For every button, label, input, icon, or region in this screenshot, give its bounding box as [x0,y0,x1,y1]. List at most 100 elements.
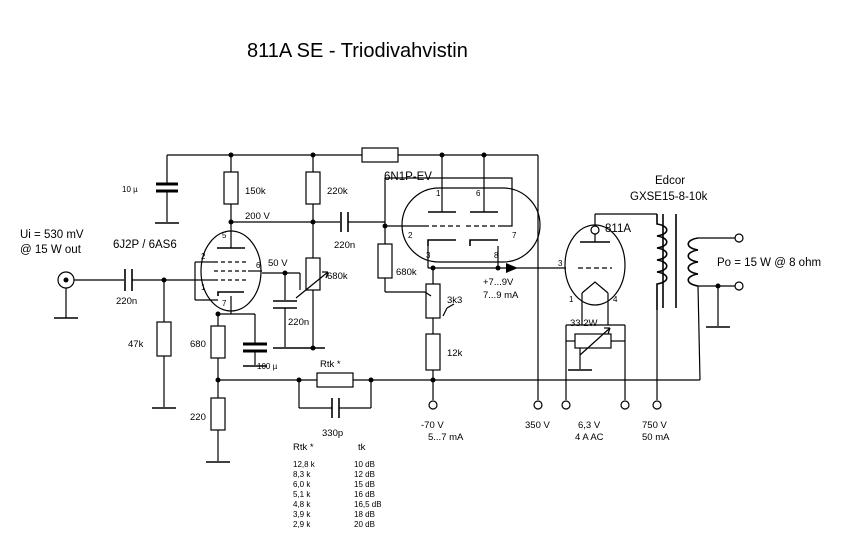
supply-minus70v-terminal [428,400,438,410]
svg-text:750 V: 750 V [642,420,667,431]
svg-text:5: 5 [222,231,227,240]
table-row: 4,8 k 16,5 dB [293,500,382,509]
junctions [161,152,721,383]
cathode-network: 680 220 100 µ [190,261,278,463]
svg-text:200 V: 200 V [245,211,270,222]
svg-text:6: 6 [476,189,481,198]
svg-text:220: 220 [190,412,206,423]
svg-text:3,9 k: 3,9 k [293,510,311,519]
speaker-terminal-ground [734,281,744,291]
svg-text:tk: tk [358,442,366,453]
supply-750v-terminal [652,400,662,410]
svg-text:150k: 150k [245,186,266,197]
output-power-label: Po = 15 W @ 8 ohm [717,257,821,269]
svg-text:47k: 47k [128,339,144,350]
svg-text:220k: 220k [327,186,348,197]
output-transformer: Edcor GXSE15-8-10k Po = 15 W @ 8 ohm [630,175,821,410]
svg-text:220n: 220n [288,317,309,328]
svg-text:4,8 k: 4,8 k [293,500,311,509]
svg-text:12 dB: 12 dB [354,470,375,479]
svg-text:220n: 220n [334,240,355,251]
tube-6j2p-pentode: 5 2 6 1 7 6J2P / 6AS6 [113,227,262,314]
svg-text:@ 15 W out: @ 15 W out [20,244,82,256]
svg-text:+7...9V: +7...9V [483,277,514,288]
tube-6n1p-double-triode: 1 6 2 7 3 8 6N1P-EV [384,155,541,271]
plate-coupling: 200 V 220n [231,211,385,251]
svg-text:6: 6 [256,261,261,270]
svg-text:-70 V: -70 V [421,420,444,431]
svg-text:GXSE15-8-10k: GXSE15-8-10k [630,191,708,203]
svg-text:680k: 680k [396,267,417,278]
svg-text:3: 3 [426,251,431,260]
svg-text:7...9 mA: 7...9 mA [483,290,519,301]
svg-text:680k: 680k [327,271,348,282]
svg-text:4: 4 [613,295,618,304]
svg-text:220n: 220n [116,296,137,307]
drive-line: +7...9V 7...9 mA [483,263,566,301]
diagram-title: 811A SE - Triodivahvistin [247,40,468,62]
supply-labels: -70 V 5...7 mA 350 V 6,3 V 4 A AC 750 V … [421,420,670,443]
svg-text:2,9 k: 2,9 k [293,520,311,529]
rtk-gain-table: Rtk * tk 12,8 k 10 dB 8,3 k 12 dB 6,0 k … [293,442,382,529]
supply-350v-terminal [533,400,543,410]
table-row: 6,0 k 15 dB [293,480,375,489]
svg-text:8: 8 [494,251,499,260]
svg-text:8,3 k: 8,3 k [293,470,311,479]
svg-text:680: 680 [190,339,206,350]
svg-text:4 A AC: 4 A AC [575,432,604,443]
svg-text:12,8 k: 12,8 k [293,460,316,469]
svg-text:50 mA: 50 mA [642,432,670,443]
svg-text:Rtk *: Rtk * [293,442,314,453]
svg-text:6,0 k: 6,0 k [293,480,311,489]
svg-text:10 dB: 10 dB [354,460,375,469]
cathode-follower-bias: 3k3 12k [424,268,463,410]
filament-terminal-a [561,400,571,410]
resistor-150k: 150k [223,155,266,227]
svg-text:10 µ: 10 µ [122,185,138,194]
svg-text:1: 1 [201,283,206,292]
filament-network: 33 2W [561,318,630,410]
svg-text:3: 3 [558,259,563,268]
svg-text:16 dB: 16 dB [354,490,375,499]
svg-text:1: 1 [436,189,441,198]
table-row: 8,3 k 12 dB [293,470,375,479]
tube1-label: 6J2P / 6AS6 [113,239,177,251]
svg-text:Ui = 530 mV: Ui = 530 mV [20,229,84,241]
svg-text:12k: 12k [447,348,463,359]
decoupling-resistor [361,147,399,163]
svg-text:Rtk *: Rtk * [320,359,341,370]
svg-text:20 dB: 20 dB [354,520,375,529]
svg-text:7: 7 [512,231,517,240]
svg-text:7: 7 [222,299,227,308]
resistor-680k-grid: 680k [377,226,425,293]
table-row: 12,8 k 10 dB [293,460,375,469]
svg-text:50 V: 50 V [268,258,288,269]
svg-text:3k3: 3k3 [447,295,462,306]
svg-text:2: 2 [201,252,206,261]
svg-text:Edcor: Edcor [655,175,685,187]
svg-text:350 V: 350 V [525,420,550,431]
svg-text:33 2W: 33 2W [570,318,597,329]
svg-text:2: 2 [408,231,413,240]
svg-text:16,5 dB: 16,5 dB [354,500,382,509]
feedback-network: Rtk * 330p [218,359,700,439]
svg-text:18 dB: 18 dB [354,510,375,519]
top-supply-rail [167,147,543,410]
svg-text:5...7 mA: 5...7 mA [428,432,464,443]
resistor-47k: 47k [128,280,176,409]
svg-text:6,3 V: 6,3 V [578,420,601,431]
table-row: 3,9 k 18 dB [293,510,375,519]
tube-811a-triode: 3 1 4 811A [558,213,657,325]
svg-text:5,1 k: 5,1 k [293,490,311,499]
tube3-label: 811A [605,223,631,235]
svg-text:100 µ: 100 µ [257,362,278,371]
resistor-220k: 220k [305,155,348,258]
potentiometer-680k: 680k [295,257,348,347]
filament-terminal-b [620,400,630,410]
table-row: 5,1 k 16 dB [293,490,375,499]
speaker-terminal-hot [734,233,744,243]
screen-bypass: 50 V 220n [262,258,325,349]
svg-text:1: 1 [569,295,574,304]
